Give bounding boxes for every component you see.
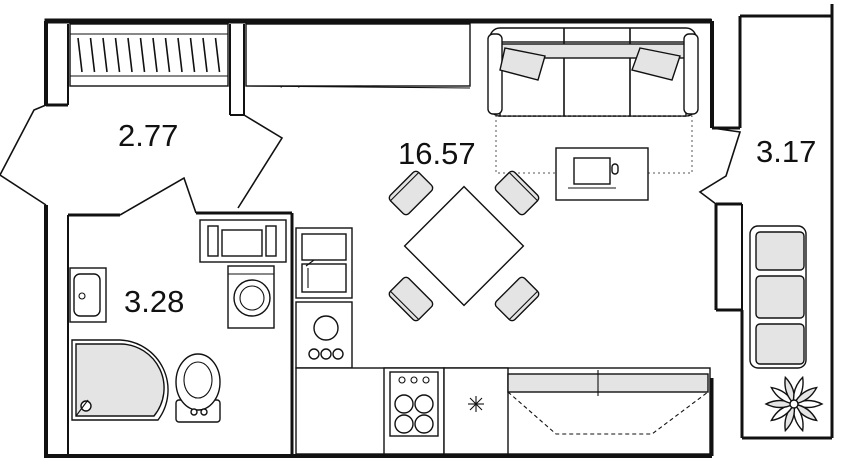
stove-icon bbox=[389, 371, 439, 437]
chair-icon bbox=[388, 276, 434, 322]
sofa-icon bbox=[487, 27, 699, 174]
room-area-hallway: 2.77 bbox=[118, 118, 178, 153]
balcony-door bbox=[698, 127, 742, 205]
desk-icon bbox=[555, 147, 649, 201]
plant-center-icon bbox=[789, 399, 799, 409]
room-area-living: 16.57 bbox=[398, 136, 476, 171]
chair-icon bbox=[494, 170, 540, 216]
pillow-icon bbox=[631, 47, 681, 81]
hanger-icon bbox=[189, 37, 196, 73]
dishwasher-icon bbox=[295, 301, 353, 369]
laptop-icon bbox=[568, 157, 619, 189]
fridge-icon bbox=[468, 396, 484, 412]
hanger-icon bbox=[139, 37, 146, 73]
doors bbox=[0, 104, 742, 216]
hall-door bbox=[237, 114, 284, 209]
sink-icon bbox=[69, 267, 107, 323]
hanger-icon bbox=[102, 37, 108, 73]
hanger-icon bbox=[77, 37, 83, 73]
wardrobe-icon bbox=[69, 23, 229, 87]
hanger-icon bbox=[152, 37, 158, 73]
room-area-balcony: 3.17 bbox=[756, 134, 816, 169]
hanger-icon bbox=[127, 37, 133, 73]
shower-icon bbox=[71, 339, 169, 421]
shelf-icon bbox=[245, 23, 471, 89]
hanger-icon bbox=[214, 37, 221, 73]
hanger-icon bbox=[164, 37, 171, 73]
pillow-icon bbox=[499, 47, 546, 81]
chair-icon bbox=[494, 276, 540, 322]
washing-machine-icon bbox=[227, 265, 275, 329]
hanger-icon bbox=[202, 37, 208, 73]
chair-icon bbox=[388, 170, 434, 216]
hanger-icon bbox=[177, 37, 183, 73]
kitchen-counter-icon bbox=[295, 367, 711, 455]
hanger-icon bbox=[114, 37, 121, 73]
cabinet-icon bbox=[199, 219, 287, 263]
dining-table-icon bbox=[388, 170, 540, 322]
leaf-icon bbox=[792, 386, 818, 405]
room-area-bathroom: 3.28 bbox=[124, 284, 184, 319]
bathroom-door bbox=[119, 176, 197, 216]
plant-icon bbox=[764, 375, 824, 433]
kitchen-sink-icon bbox=[295, 227, 353, 299]
toilet-icon bbox=[175, 353, 221, 423]
walls bbox=[44, 4, 834, 458]
entrance-door bbox=[0, 104, 47, 206]
hanger-icon bbox=[89, 37, 96, 73]
bench-icon bbox=[749, 225, 807, 369]
